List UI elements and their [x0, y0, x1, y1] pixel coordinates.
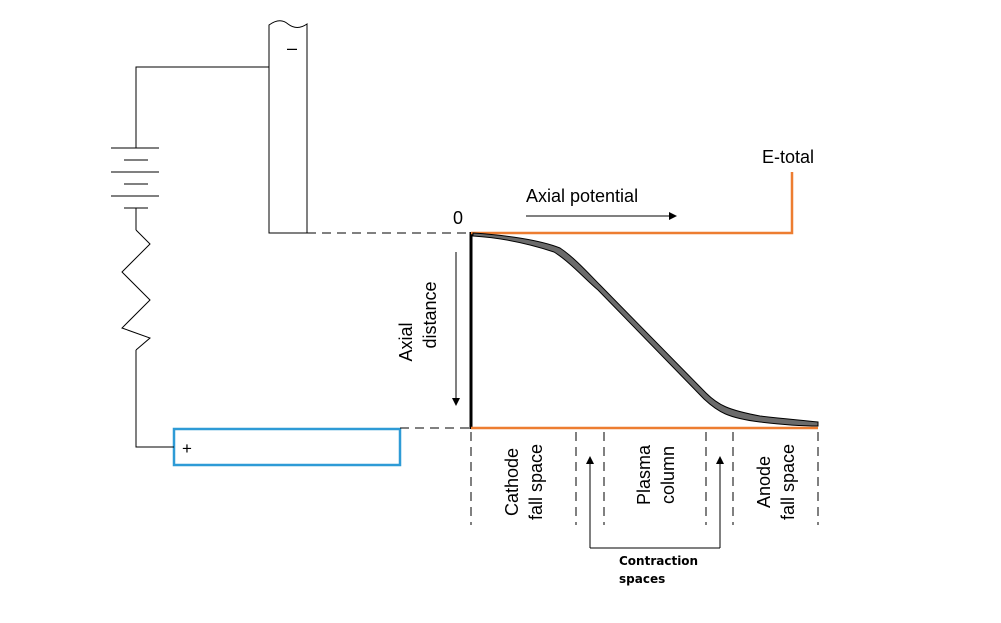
region-dividers	[470, 432, 819, 525]
resistor-symbol	[121, 229, 151, 351]
potential-curve	[472, 232, 819, 427]
anode-plus-sign: +	[182, 439, 192, 458]
anode-electrode: +	[172, 427, 402, 467]
contraction-bracket	[586, 456, 724, 549]
spaces-label: spaces	[619, 572, 665, 586]
origin-label: 0	[453, 208, 463, 228]
anode-fall-space-label: fall space	[778, 444, 798, 520]
contraction-label: Contraction	[619, 554, 698, 568]
cathode-fall-space-label: fall space	[526, 444, 546, 520]
distance-label: distance	[420, 281, 440, 348]
wire-bottom	[135, 350, 174, 448]
e-total-label: E-total	[762, 147, 814, 167]
battery-symbol	[111, 147, 159, 209]
cathode-electrode: –	[268, 20, 308, 234]
axial-label: Axial	[396, 322, 416, 361]
circuit	[111, 66, 269, 448]
wire-top	[135, 66, 269, 148]
column-label: column	[658, 446, 678, 504]
axial-potential-label: Axial potential	[526, 186, 638, 206]
plasma-label: Plasma	[634, 444, 654, 505]
anode-label: Anode	[754, 456, 774, 508]
cathode-label: Cathode	[502, 448, 522, 516]
cathode-minus-sign: –	[287, 38, 297, 58]
e-total-line	[471, 172, 794, 235]
